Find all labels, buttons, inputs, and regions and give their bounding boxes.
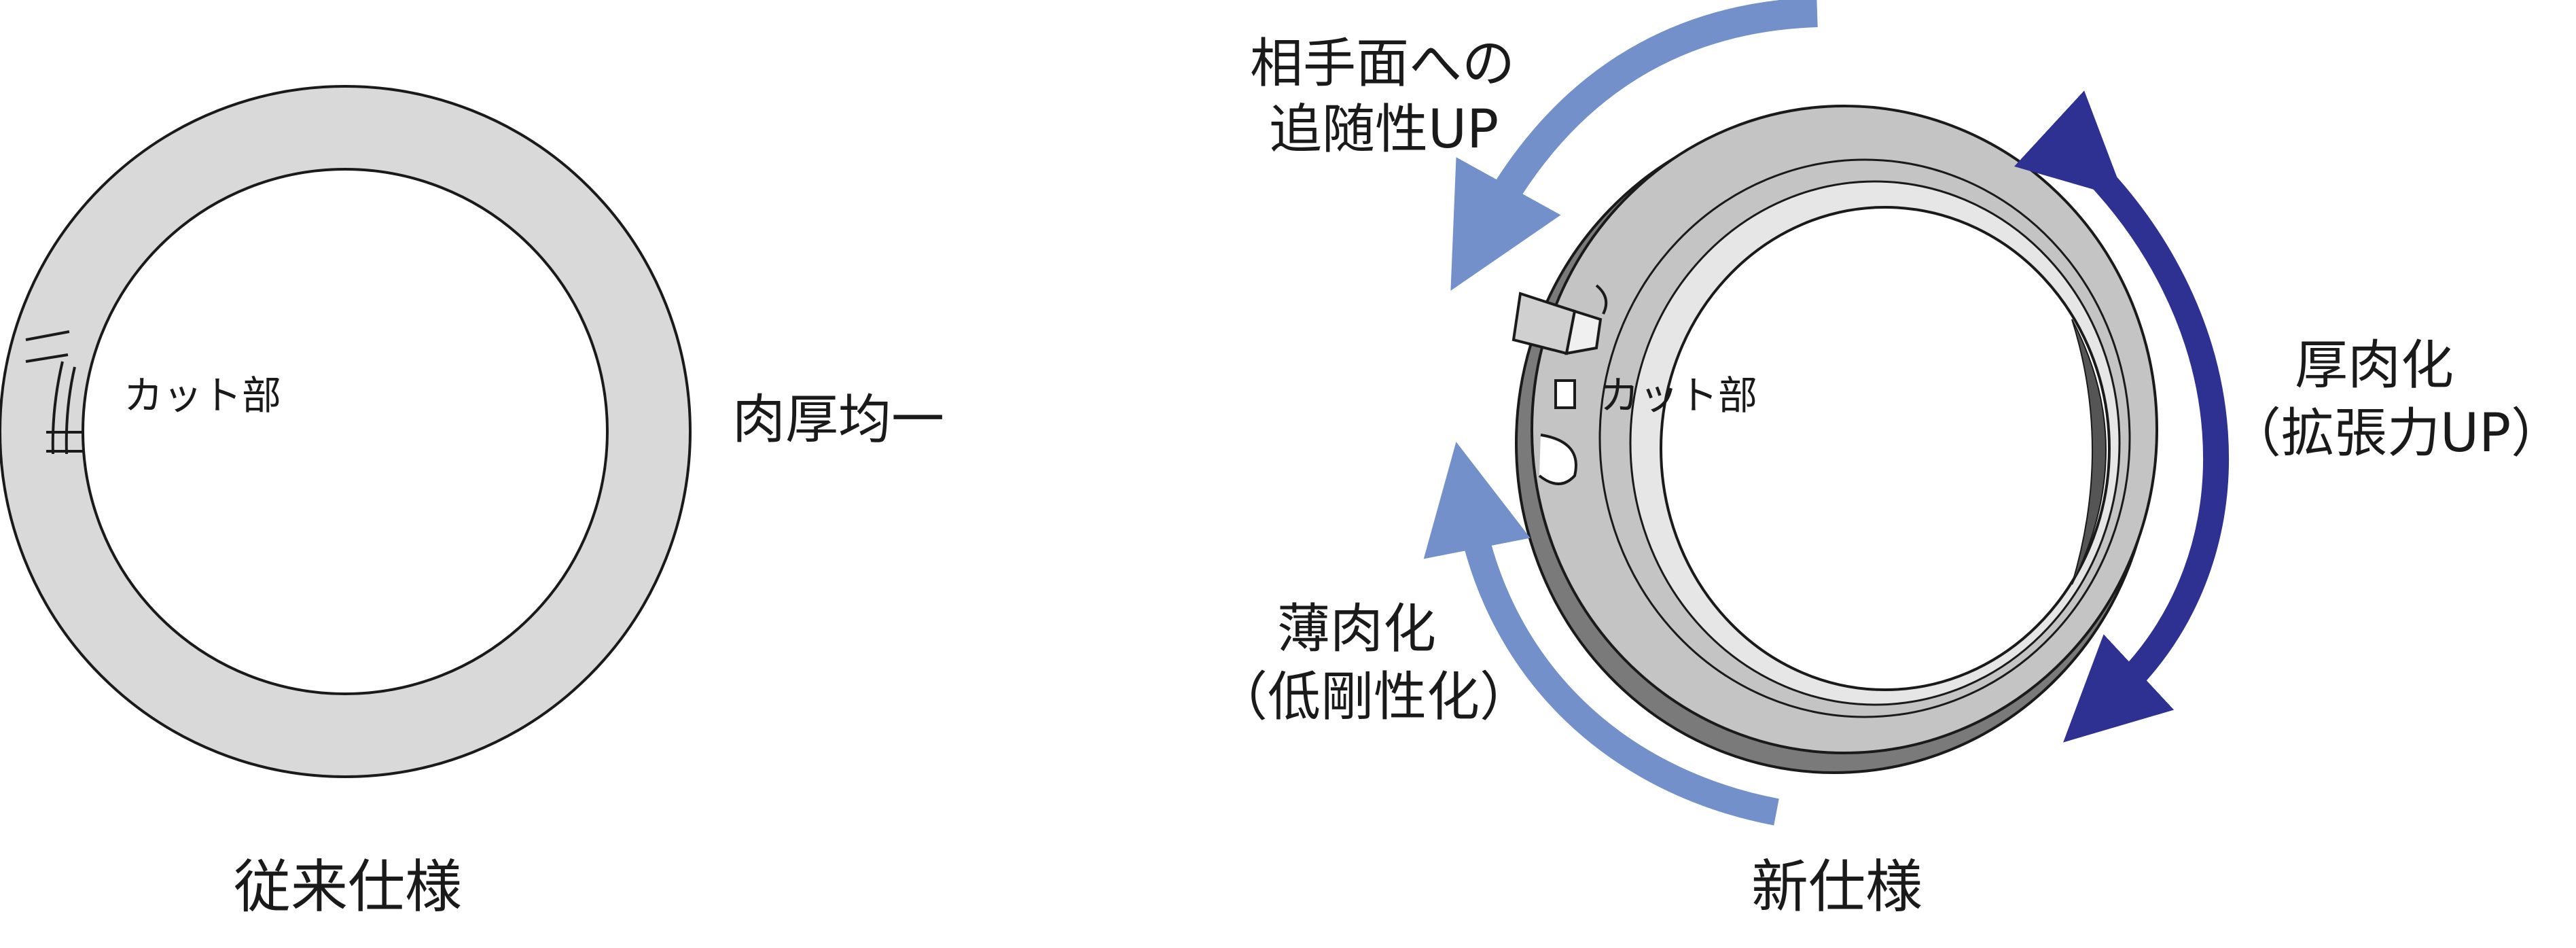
- new-cut-detail: [1511, 284, 1608, 485]
- new-ring-inner: [1660, 206, 2111, 691]
- follow-label-line2: 追随性UP: [1269, 99, 1499, 160]
- conventional-cut-marker: [25, 330, 84, 455]
- thin-arrow: [1423, 442, 1779, 826]
- follow-label-line1: 相手面への: [1250, 33, 1516, 94]
- cut-label-left: カット部: [124, 372, 282, 419]
- conventional-ring-inner: [82, 168, 609, 695]
- thin-label-line2: （低剛性化）: [1215, 667, 1533, 728]
- thick-label-line1: 厚肉化: [2295, 335, 2454, 396]
- cut-label-right: カット部: [1600, 372, 1758, 419]
- thin-label-line1: 薄肉化: [1277, 599, 1437, 660]
- thick-arrow: [2014, 90, 2229, 743]
- thick-label-line2: （拡張力UP）: [2228, 403, 2564, 464]
- uniform-thickness-label: 肉厚均一: [732, 389, 945, 451]
- conventional-ring: [0, 85, 692, 778]
- conventional-spec-title: 従来仕様: [234, 854, 463, 920]
- new-spec-ring: [1515, 105, 2158, 774]
- follow-arrow: [1450, 0, 1818, 291]
- new-spec-title: 新仕様: [1751, 854, 1923, 920]
